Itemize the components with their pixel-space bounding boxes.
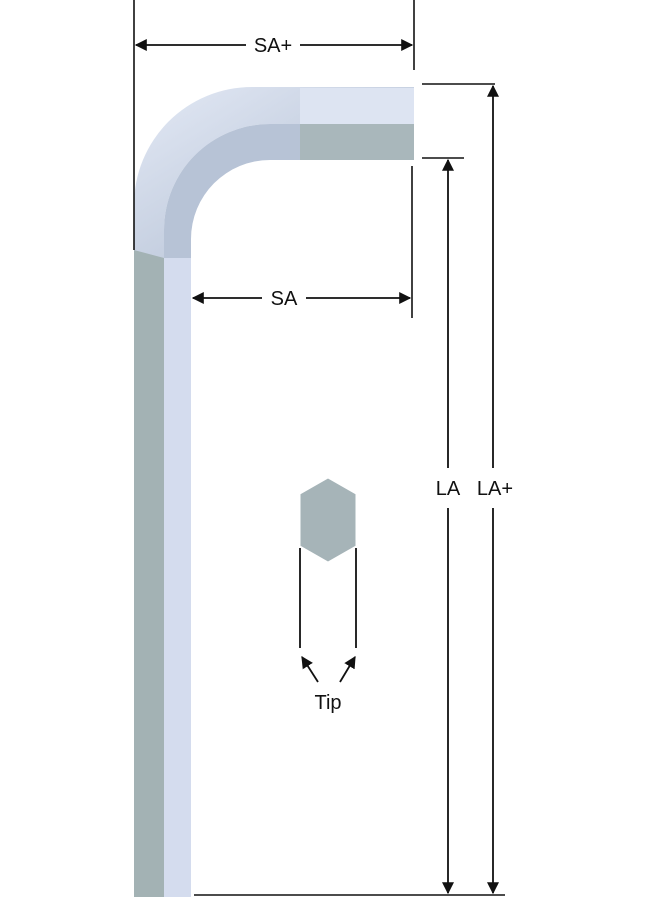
short-arm-top-face <box>300 88 414 124</box>
tip-pointer-right <box>339 655 356 683</box>
la-dimension: LA <box>436 158 461 895</box>
hex-key-wrench <box>134 87 414 897</box>
sa-dimension: SA <box>191 288 412 310</box>
sa-plus-dimension: SA+ <box>134 35 414 57</box>
la-plus-label: LA+ <box>477 478 513 500</box>
tip-pointer-left <box>301 655 319 683</box>
la-label: LA <box>436 478 461 500</box>
long-arm-light-face <box>164 258 191 897</box>
extension-lines <box>133 0 505 896</box>
sa-plus-label: SA+ <box>254 35 292 57</box>
short-arm-side-face <box>300 124 414 160</box>
la-plus-dimension: LA+ <box>477 84 513 895</box>
sa-label: SA <box>271 288 298 310</box>
bend-outer-face <box>134 87 414 258</box>
long-arm-dark-face <box>134 250 164 897</box>
hex-tip: Tip <box>299 477 357 714</box>
tip-label: Tip <box>314 692 341 714</box>
hex-tip-icon <box>299 477 357 563</box>
